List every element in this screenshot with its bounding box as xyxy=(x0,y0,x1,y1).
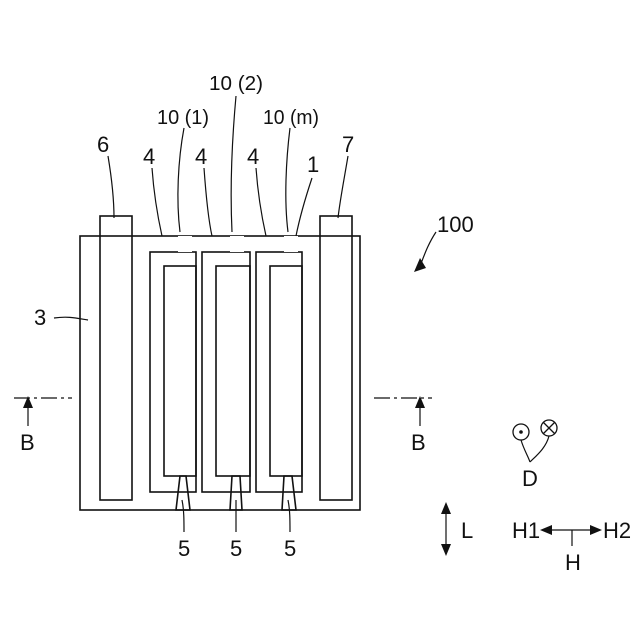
direction-l-arrow xyxy=(441,502,451,556)
leader-1 xyxy=(296,178,312,236)
cell-gap-m xyxy=(284,236,298,252)
label-section-right: B xyxy=(411,430,426,455)
leader-3 xyxy=(54,317,88,320)
cell-unit-1 xyxy=(150,236,196,510)
housing-body xyxy=(80,236,360,510)
direction-d-symbol xyxy=(513,420,557,462)
electrode-2 xyxy=(216,266,250,476)
label-cell-2: 10 (2) xyxy=(209,73,263,95)
leader-5a xyxy=(182,500,184,532)
label-part-1: 1 xyxy=(307,152,319,177)
label-direction-l: L xyxy=(461,518,473,543)
cell-fill-1 xyxy=(150,252,196,492)
terminal-right xyxy=(320,216,352,500)
leader-4a xyxy=(152,168,162,236)
label-part-3: 3 xyxy=(34,305,46,330)
label-cell-m: 10 (m) xyxy=(263,107,319,129)
leader-5c xyxy=(288,500,290,532)
cell-gap-1 xyxy=(178,236,192,252)
cell-unit-2 xyxy=(202,236,250,510)
label-part-5b: 5 xyxy=(230,536,242,561)
section-line-right xyxy=(374,396,432,426)
label-part-5a: 5 xyxy=(178,536,190,561)
direction-h-arrow xyxy=(540,525,602,546)
label-part-4c: 4 xyxy=(247,144,259,169)
terminal-left xyxy=(100,216,132,500)
cell-fill-2 xyxy=(202,252,250,492)
leader-cell1 xyxy=(178,128,184,232)
leader-cellm xyxy=(286,128,290,232)
label-part-7: 7 xyxy=(342,132,354,157)
label-device: 100 xyxy=(437,212,474,237)
electrode-m xyxy=(270,266,302,476)
label-direction-h2: H2 xyxy=(603,518,631,543)
label-part-6: 6 xyxy=(97,132,109,157)
label-cell-1: 10 (1) xyxy=(157,107,209,129)
label-direction-d: D xyxy=(522,466,538,491)
label-direction-h: H xyxy=(565,550,581,575)
label-section-left: B xyxy=(20,430,35,455)
cell-unit-m xyxy=(256,236,302,510)
leader-cell2 xyxy=(231,96,236,232)
label-part-4b: 4 xyxy=(195,144,207,169)
leader-4c xyxy=(256,168,266,236)
leader-7 xyxy=(338,156,348,218)
section-line-left xyxy=(14,396,72,426)
leader-100 xyxy=(420,232,436,266)
leader-4b xyxy=(204,168,212,236)
cell-fill-m xyxy=(256,252,302,492)
leader-6 xyxy=(108,156,114,218)
label-part-4a: 4 xyxy=(143,144,155,169)
label-direction-h1: H1 xyxy=(512,518,540,543)
cell-gap-2 xyxy=(230,236,244,252)
label-part-5c: 5 xyxy=(284,536,296,561)
electrode-1 xyxy=(164,266,196,476)
